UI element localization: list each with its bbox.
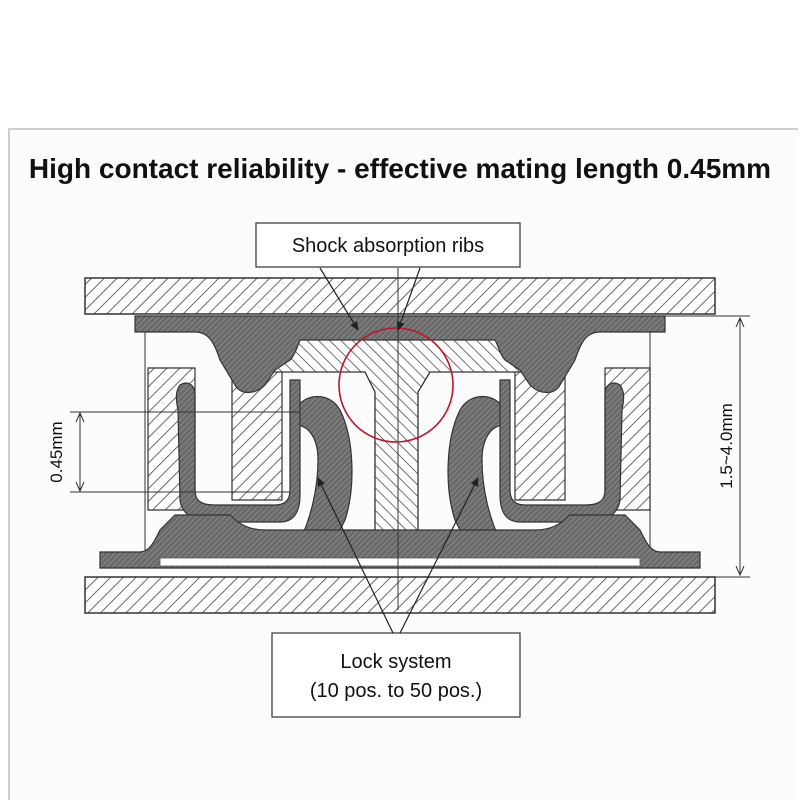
bottom-contact-base [99,514,701,569]
shock-ribs-arrow-left [319,267,359,331]
lock-arrow-left [317,477,394,634]
mating-length-label: 0.45mm [47,421,66,482]
mating-dim-arrow-top [75,411,85,423]
top-board [84,277,716,315]
lock-system-callout-box [271,632,521,718]
lock-system-label: Lock system [340,651,451,673]
shock-ribs-label: Shock absorption ribs [292,235,484,257]
stack-height-label: 1.5~4.0mm [717,403,736,489]
left-lock-hook [294,396,353,541]
lock-system-range: (10 pos. to 50 pos.) [310,680,482,702]
shock-ribs-callout-box [255,222,521,268]
lock-arrow-right [399,477,479,634]
mating-dim-arrow-bottom [75,481,85,493]
right-lock-hook [447,396,506,541]
top-contact-strip [134,315,666,394]
shock-rib-highlight-circle [338,327,454,443]
shock-ribs-arrow-right [396,267,421,331]
stack-dim-arrow-bottom [735,565,745,577]
bottom-board [84,576,716,614]
diagram-title: High contact reliability - effective mat… [29,153,771,184]
left-j-contact [175,379,301,523]
right-j-contact [499,379,625,523]
bottom-housing-rail [159,557,641,567]
stack-dim-arrow-top [735,316,745,328]
